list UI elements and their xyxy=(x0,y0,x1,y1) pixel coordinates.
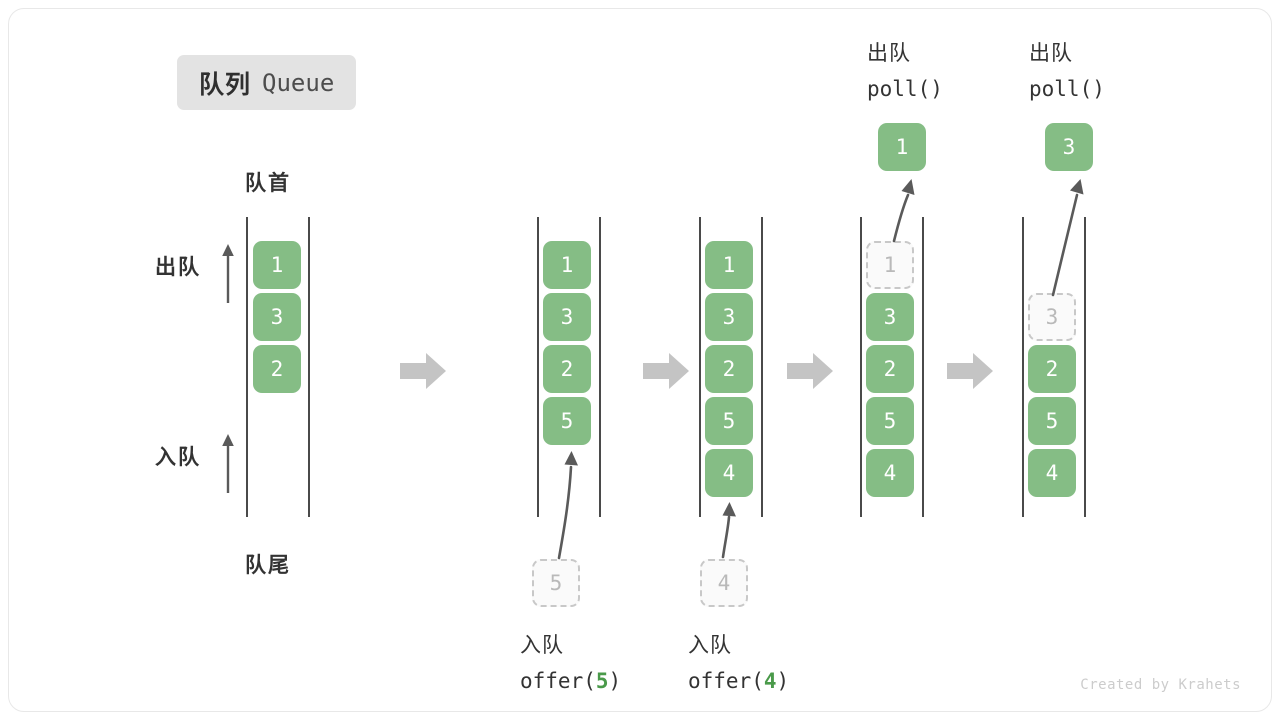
stack-1-cell-1: 3 xyxy=(253,293,301,341)
stack-4-cell-0-ghost: 1 xyxy=(866,241,914,289)
enqueue-caption-4-zh: 入队 xyxy=(688,634,732,657)
stack-4-cell-3: 5 xyxy=(866,397,914,445)
title-badge: 队列 Queue xyxy=(177,55,357,110)
dequeue-caption-3-zh: 出队 xyxy=(1029,42,1073,65)
stack-2-cell-3: 5 xyxy=(543,397,591,445)
stack-2-cell-1: 3 xyxy=(543,293,591,341)
dequeue-caption-3-fn: poll() xyxy=(1029,76,1105,101)
enqueue-direction-label: 入队 xyxy=(155,446,201,469)
stack-4-cell-1: 3 xyxy=(866,293,914,341)
stack-3-rail-left xyxy=(699,217,701,517)
dequeue-arrow-3-icon xyxy=(1045,175,1093,297)
incoming-ghost-5: 5 xyxy=(532,559,580,607)
enqueue-direction-arrow-icon xyxy=(219,433,237,495)
stack-1-cell-2: 2 xyxy=(253,345,301,393)
enqueue-caption-4-fn-pre: offer( xyxy=(688,668,764,693)
stack-3-cell-3: 5 xyxy=(705,397,753,445)
step-arrow-3-icon xyxy=(787,351,833,391)
stack-2-rail-right xyxy=(599,217,601,517)
stack-3-cell-0: 1 xyxy=(705,241,753,289)
stack-4-cell-4: 4 xyxy=(866,449,914,497)
stack-5-rail-right xyxy=(1084,217,1086,517)
stack-3-rail-right xyxy=(761,217,763,517)
step-arrow-1-icon xyxy=(400,351,446,391)
enqueue-caption-4-fn-post: ) xyxy=(776,668,790,693)
enqueue-arrow-5-icon xyxy=(539,445,589,560)
dequeue-direction-label: 出队 xyxy=(155,256,201,279)
enqueue-caption-5-fn-pre: offer( xyxy=(520,668,596,693)
stack-5-cell-2: 5 xyxy=(1028,397,1076,445)
enqueue-caption-5-zh: 入队 xyxy=(520,634,564,657)
enqueue-caption-4-fn: offer(4) xyxy=(688,664,789,699)
credit-text: Created by Krahets xyxy=(1080,677,1241,693)
enqueue-caption-5-fn: offer(5) xyxy=(520,664,621,699)
enqueue-caption-4-fn-val: 4 xyxy=(763,668,777,693)
enqueue-caption-5-fn-val: 5 xyxy=(595,668,609,693)
enqueue-caption-5: 入队 offer(5) xyxy=(520,629,621,698)
enqueue-arrow-4-icon xyxy=(709,497,749,559)
stack-5-rail-left xyxy=(1022,217,1024,517)
stack-2-cell-2: 2 xyxy=(543,345,591,393)
stack-2-rail-left xyxy=(537,217,539,517)
stack-4-rail-left xyxy=(860,217,862,517)
dequeue-direction-arrow-icon xyxy=(219,243,237,305)
stack-3-cell-4: 4 xyxy=(705,449,753,497)
dequeue-caption-1-fn: poll() xyxy=(867,76,943,101)
dequeued-element-3: 3 xyxy=(1045,123,1093,171)
stack-3-cell-2: 2 xyxy=(705,345,753,393)
title-zh: 队列 xyxy=(199,70,252,99)
stack-1-rail-left xyxy=(246,217,248,517)
stack-5-cell-1: 2 xyxy=(1028,345,1076,393)
dequeue-caption-3: 出队 poll() xyxy=(1029,37,1105,106)
step-arrow-2-icon xyxy=(643,351,689,391)
incoming-ghost-4: 4 xyxy=(700,559,748,607)
stack-5-cell-3: 4 xyxy=(1028,449,1076,497)
stack-4-rail-right xyxy=(922,217,924,517)
enqueue-caption-4: 入队 offer(4) xyxy=(688,629,789,698)
stack-3-cell-1: 3 xyxy=(705,293,753,341)
queue-head-label: 队首 xyxy=(245,172,291,195)
stack-5-cell-0-ghost: 3 xyxy=(1028,293,1076,341)
title-en: Queue xyxy=(262,68,335,97)
dequeue-caption-1: 出队 poll() xyxy=(867,37,943,106)
stack-2-cell-0: 1 xyxy=(543,241,591,289)
dequeued-element-1: 1 xyxy=(878,123,926,171)
stack-1-rail-right xyxy=(308,217,310,517)
diagram-card: 队列 Queue 队首 队尾 出队 入队 1 3 2 1 3 2 5 5 xyxy=(8,8,1272,712)
step-arrow-4-icon xyxy=(947,351,993,391)
dequeue-caption-1-zh: 出队 xyxy=(867,42,911,65)
enqueue-caption-5-fn-post: ) xyxy=(608,668,622,693)
stack-1-cell-0: 1 xyxy=(253,241,301,289)
dequeue-arrow-1-icon xyxy=(884,175,924,243)
stack-4-cell-2: 2 xyxy=(866,345,914,393)
queue-tail-label: 队尾 xyxy=(245,554,291,577)
